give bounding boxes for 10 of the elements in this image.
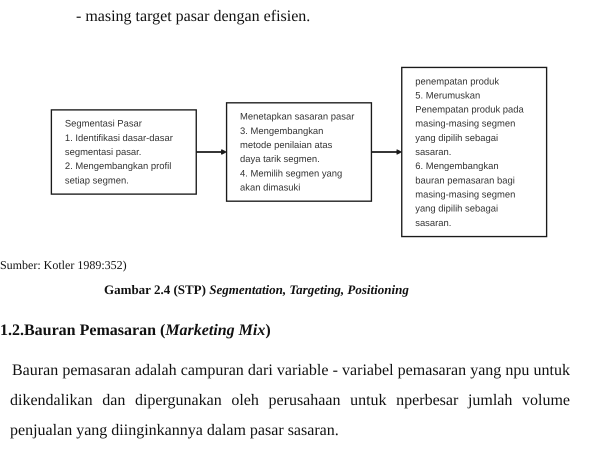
node-box: penempatan produk 5. Merumuskan Penempatan produk pada masing-masing segmen yang dipilih sebagai sasaran. 6. Mengembangkan bauran pemasaran bagi masing-masing segmen yang dipilih sebagai sasaran. xyxy=(400,66,547,238)
source-note: Sumber: Kotler 1989:352) xyxy=(0,258,127,273)
body-text-line: - masing target pasar dengan efisien. xyxy=(76,8,310,26)
body-paragraph: Bauran pemasaran adalah campuran dari variable - variabel pemasaran yang npu untuk dikendalikan dan dipergunakan oleh perusahaan untuk nperbesar jumlah volume penjualan yang diinginkannya dalam pasar sasaran. xyxy=(10,361,570,441)
section-heading: 1.2.Bauran Pemasaran (Marketing Mix) xyxy=(0,322,271,340)
figure-caption: Gambar 2.4 (STP) Segmentation, Targeting, Positioning xyxy=(104,282,409,298)
arrow xyxy=(196,149,226,155)
node-box: Menetapkan sasaran pasar 3. Mengembangkan metode penilaian atas daya tarik segmen. 4. Memilih segmen yang akan dimasuki xyxy=(225,102,372,202)
arrow xyxy=(370,149,402,155)
node-box: Segmentasi Pasar 1. Identifikasi dasar-dasar segmentasi pasar. 2. Mengembangkan profil setiap segmen. xyxy=(50,109,196,195)
